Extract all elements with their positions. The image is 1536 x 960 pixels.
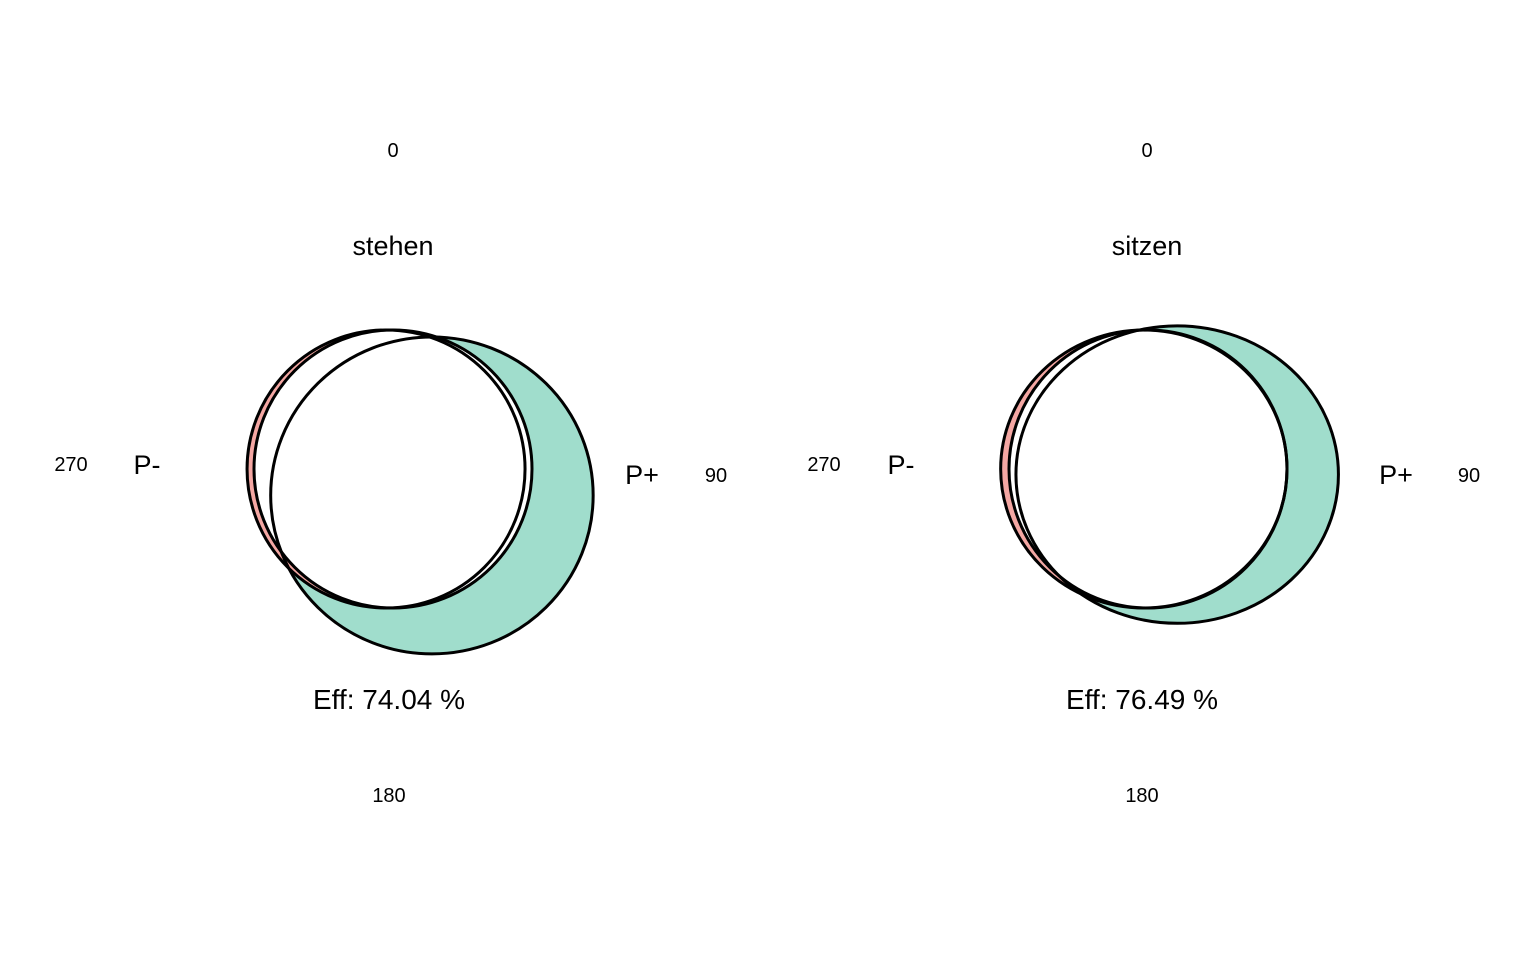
curve-positive-outline	[1014, 324, 1340, 625]
angle-label-top: 0	[387, 140, 398, 162]
curves-stehen	[245, 328, 595, 656]
curve-ideal	[254, 330, 532, 608]
angle-label-bottom: 180	[1125, 785, 1158, 807]
angle-label-bottom: 180	[372, 785, 405, 807]
curve-ideal-outline	[252, 328, 534, 610]
angle-label-left: 270	[807, 454, 840, 476]
panel-sitzen: 0 90 180 270 sitzen P- P+ Eff: 76.49 %	[807, 140, 1480, 807]
curves-sitzen	[999, 324, 1340, 625]
panel-title: stehen	[352, 231, 433, 261]
pole-label-negative: P-	[888, 450, 915, 480]
efficiency-label: Eff: 74.04 %	[313, 684, 465, 715]
angle-label-right: 90	[705, 465, 727, 487]
angle-label-left: 270	[54, 454, 87, 476]
pole-label-positive: P+	[625, 460, 659, 490]
curve-ideal-outline	[1007, 328, 1289, 610]
angle-label-right: 90	[1458, 465, 1480, 487]
pole-label-positive: P+	[1379, 460, 1413, 490]
pole-label-negative: P-	[134, 450, 161, 480]
curve-ideal	[1009, 330, 1287, 608]
panel-stehen: 0 90 180 270 stehen P- P+ Eff: 74.04 %	[54, 140, 727, 807]
panel-title: sitzen	[1112, 231, 1183, 261]
efficiency-label: Eff: 76.49 %	[1066, 684, 1218, 715]
angle-label-top: 0	[1141, 140, 1152, 162]
